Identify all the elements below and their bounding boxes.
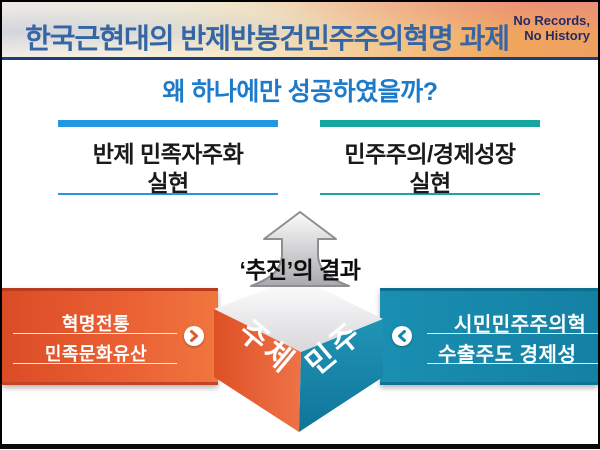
left-banner-chevron-badge	[184, 326, 204, 346]
header-banner: 한국근현대의 반제반봉건민주주의혁명 과제 No Records, No His…	[2, 2, 598, 57]
right-column-top-bar	[320, 120, 540, 127]
header-slogan-line-2: No History	[524, 28, 590, 43]
up-arrow-icon	[250, 211, 350, 287]
frame-border-left	[0, 0, 2, 444]
left-banner: 혁명전통 민족문화유산	[2, 288, 218, 385]
left-banner-item-1: 혁명전통	[61, 314, 131, 334]
question-title: 왜 하나에만 성공하였을까?	[162, 78, 438, 106]
right-column-title-line-1: 민주주의/경제성장	[344, 141, 516, 167]
frame-border-top	[0, 0, 600, 2]
chevron-right-icon	[190, 330, 198, 342]
left-column-title: 반제 민족자주화 실현	[48, 140, 288, 198]
right-banner: 시민민주주의혁 수출주도 경제성	[380, 288, 598, 385]
left-banner-rule-2	[13, 363, 177, 364]
left-column-top-bar	[58, 120, 278, 127]
header-slogan: No Records, No History	[513, 13, 590, 43]
right-banner-rule-2	[427, 363, 598, 364]
left-banner-item-2: 민족문화유산	[44, 344, 148, 364]
result-label: ‘추진’의 결과	[239, 257, 361, 283]
right-banner-bevel-top	[380, 288, 598, 291]
right-banner-item-2: 수출주도 경제성	[438, 344, 577, 366]
right-column-title: 민주주의/경제성장 실현	[310, 140, 550, 198]
left-column-underline	[58, 193, 278, 195]
frame-border-bottom	[0, 444, 600, 449]
left-banner-rule-1	[13, 333, 177, 334]
frame-border-right	[598, 0, 600, 444]
right-banner-chevron-badge	[392, 326, 412, 346]
cube-left-face	[214, 309, 301, 432]
header-divider	[2, 57, 598, 60]
right-column-title-line-2: 실현	[409, 170, 451, 196]
right-banner-item-1: 시민민주주의혁	[454, 314, 587, 336]
left-column-title-line-1: 반제 민족자주화	[92, 141, 244, 167]
left-column-title-line-2: 실현	[147, 170, 189, 196]
left-banner-bevel-bottom	[2, 382, 218, 385]
header-slogan-line-1: No Records,	[513, 13, 590, 28]
cube-right-face	[299, 319, 383, 432]
right-column-underline	[320, 193, 540, 195]
slide-heading: 한국근현대의 반제반봉건민주주의혁명 과제	[25, 23, 510, 54]
left-banner-bevel-top	[2, 288, 218, 291]
chevron-left-icon	[398, 330, 406, 342]
cube-top-face	[214, 277, 383, 352]
right-banner-rule-1	[427, 333, 598, 334]
right-banner-bevel-bottom	[380, 382, 598, 385]
